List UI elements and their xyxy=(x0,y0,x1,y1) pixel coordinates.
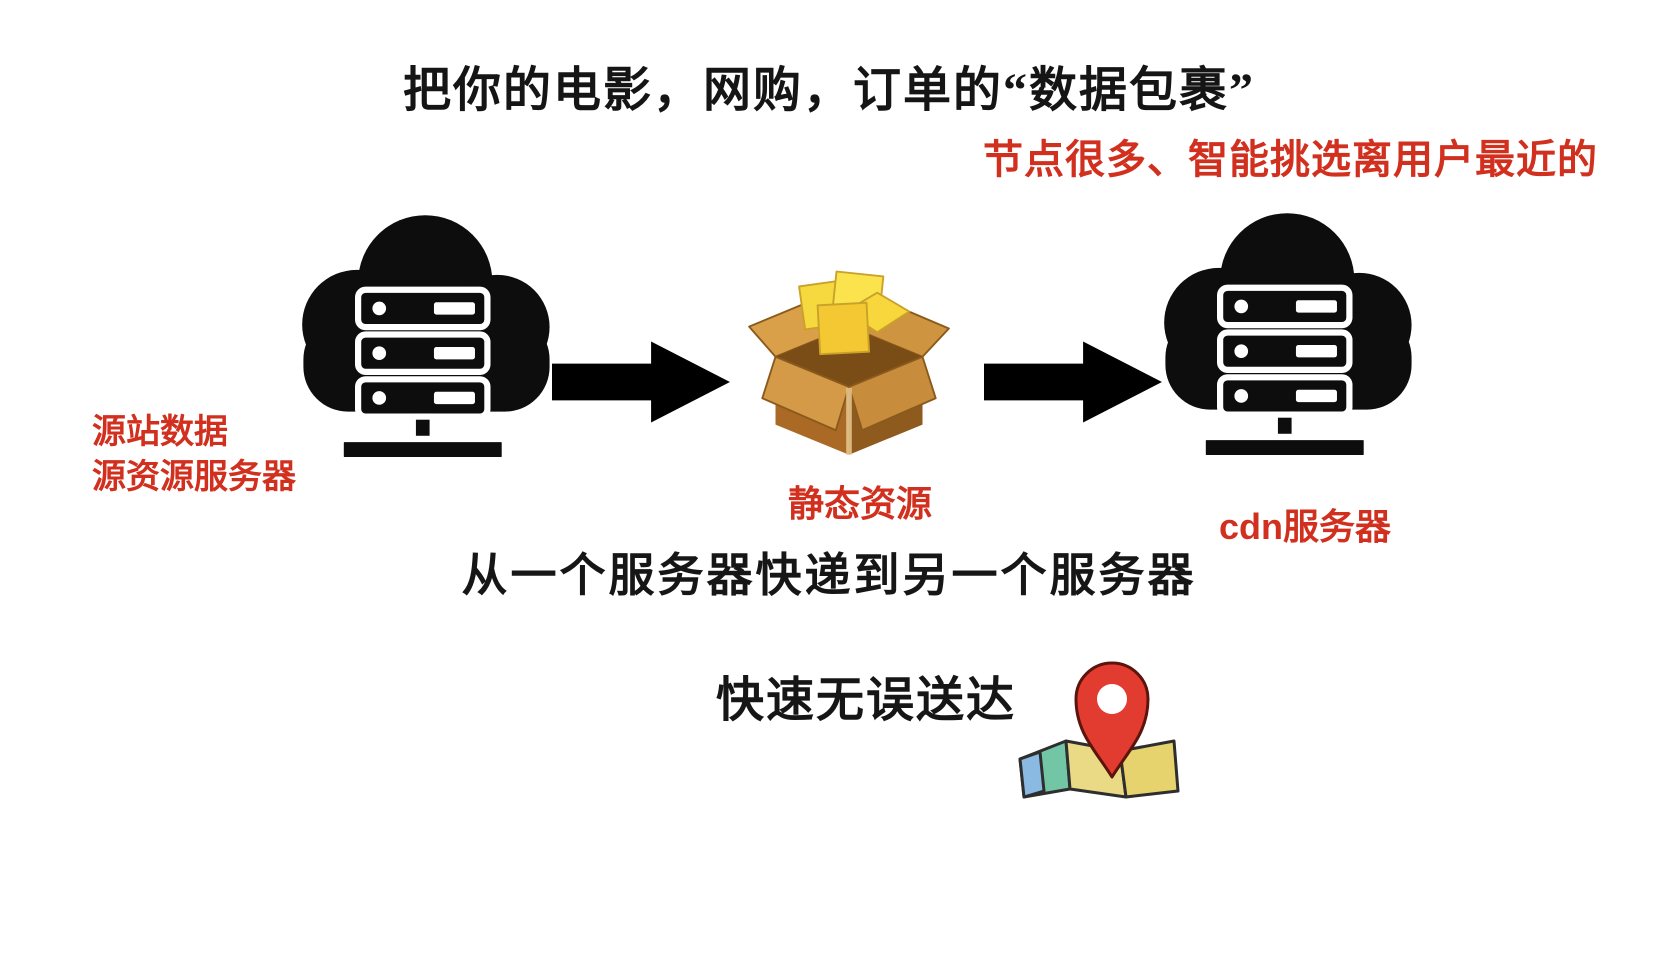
package-box-icon xyxy=(733,255,965,467)
origin-label-line1: 源站数据 xyxy=(92,413,228,451)
arrow-right-icon xyxy=(552,336,734,428)
cdn-nodes-note: 节点很多、智能挑选离用户最近的 xyxy=(983,138,1598,182)
static-resource-label: 静态资源 xyxy=(787,483,932,524)
delivery-caption: 从一个服务器快递到另一个服务器 xyxy=(461,550,1197,601)
arrival-caption: 快速无误送达 xyxy=(716,674,1017,727)
diagram-title: 把你的电影，网购，订单的“数据包裹” xyxy=(402,64,1255,117)
cdn-cloud-server-icon xyxy=(1148,190,1424,490)
cdn-server-label: cdn服务器 xyxy=(1218,506,1391,547)
map-pin-icon xyxy=(1008,638,1188,820)
origin-server-label: 源站数据 源资源服务器 xyxy=(92,410,296,500)
origin-cloud-server-icon xyxy=(286,192,562,492)
origin-label-line2: 源资源服务器 xyxy=(92,457,296,496)
arrow-right-icon xyxy=(984,336,1166,428)
